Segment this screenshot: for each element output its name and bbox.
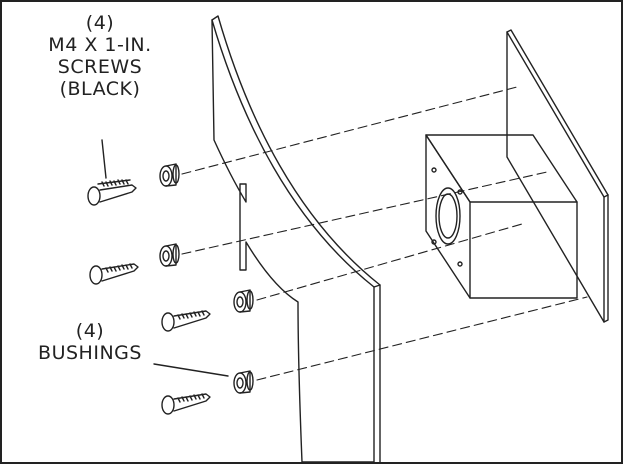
screws-color: (BLACK)	[59, 78, 141, 100]
alignment-lines	[181, 86, 588, 381]
screw-3	[161, 310, 211, 332]
curved-bracket	[211, 15, 381, 462]
screw-1	[87, 179, 137, 206]
screws-callout: (4) M4 X 1-IN. SCREWS (BLACK)	[20, 12, 180, 100]
screw-4	[161, 393, 211, 415]
screws-label: SCREWS	[57, 56, 143, 78]
bushings-leader-line	[153, 363, 229, 377]
bushings-quantity: (4)	[75, 320, 105, 342]
bushing-3	[233, 289, 254, 313]
bushings-label: BUSHINGS	[38, 342, 142, 364]
bushing-1	[159, 163, 180, 187]
screws-quantity: (4)	[85, 12, 115, 34]
screws-spec: M4 X 1-IN.	[48, 34, 152, 56]
screws-leader-line	[101, 139, 107, 179]
wall-plate	[506, 29, 609, 323]
mounting-block	[425, 134, 578, 299]
screw-2	[89, 263, 139, 285]
bushing-4	[233, 370, 254, 394]
bushings-callout: (4) BUSHINGS	[10, 320, 170, 364]
bushing-2	[159, 243, 180, 267]
